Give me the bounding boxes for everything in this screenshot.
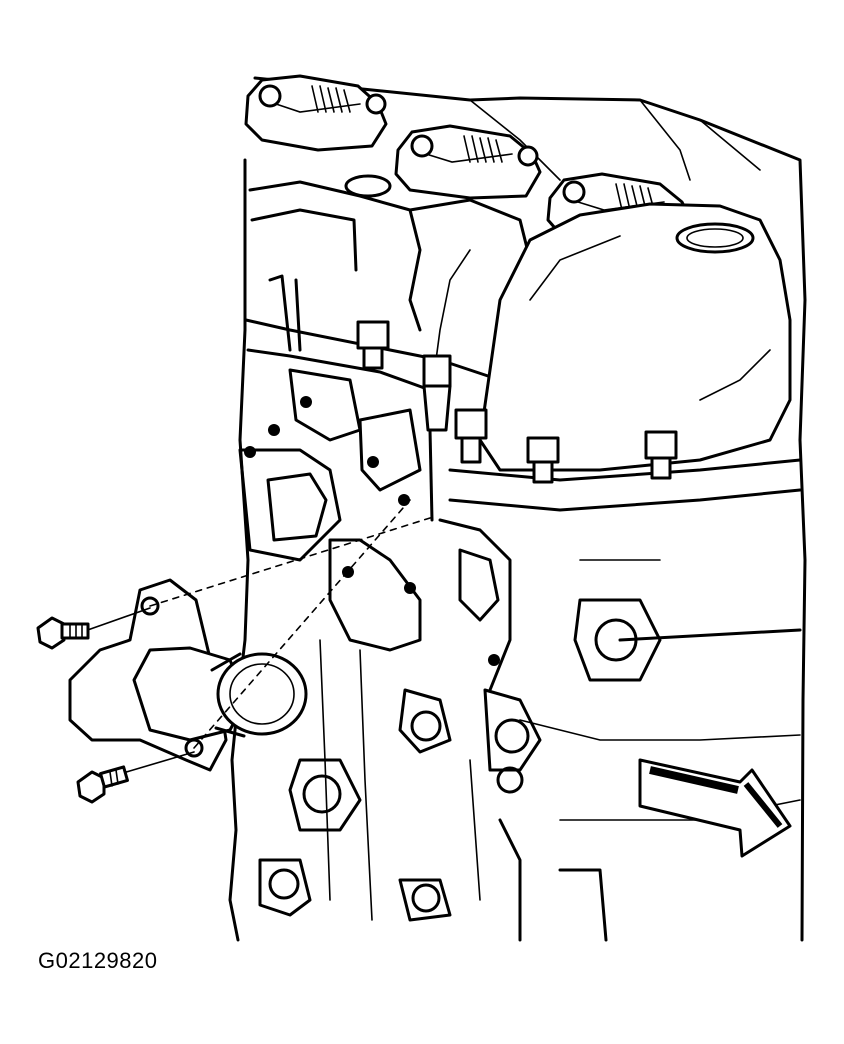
- valve-cover: [448, 202, 802, 512]
- thermostat-housing: [68, 578, 308, 772]
- figure-id-label: G02129820: [38, 948, 158, 973]
- housing-bolt: [36, 616, 90, 650]
- ignition-coil-2: [394, 124, 542, 200]
- temperature-sensor: [422, 249, 471, 522]
- ignition-coil-1: [244, 74, 388, 152]
- front-arrow-icon: [638, 758, 792, 858]
- cylinder-head: [244, 174, 532, 392]
- exhaust-ports: [238, 368, 422, 562]
- valve-cover-bolt: [356, 320, 678, 484]
- engine-block-lower: [258, 518, 802, 942]
- housing-bolt: [76, 765, 129, 804]
